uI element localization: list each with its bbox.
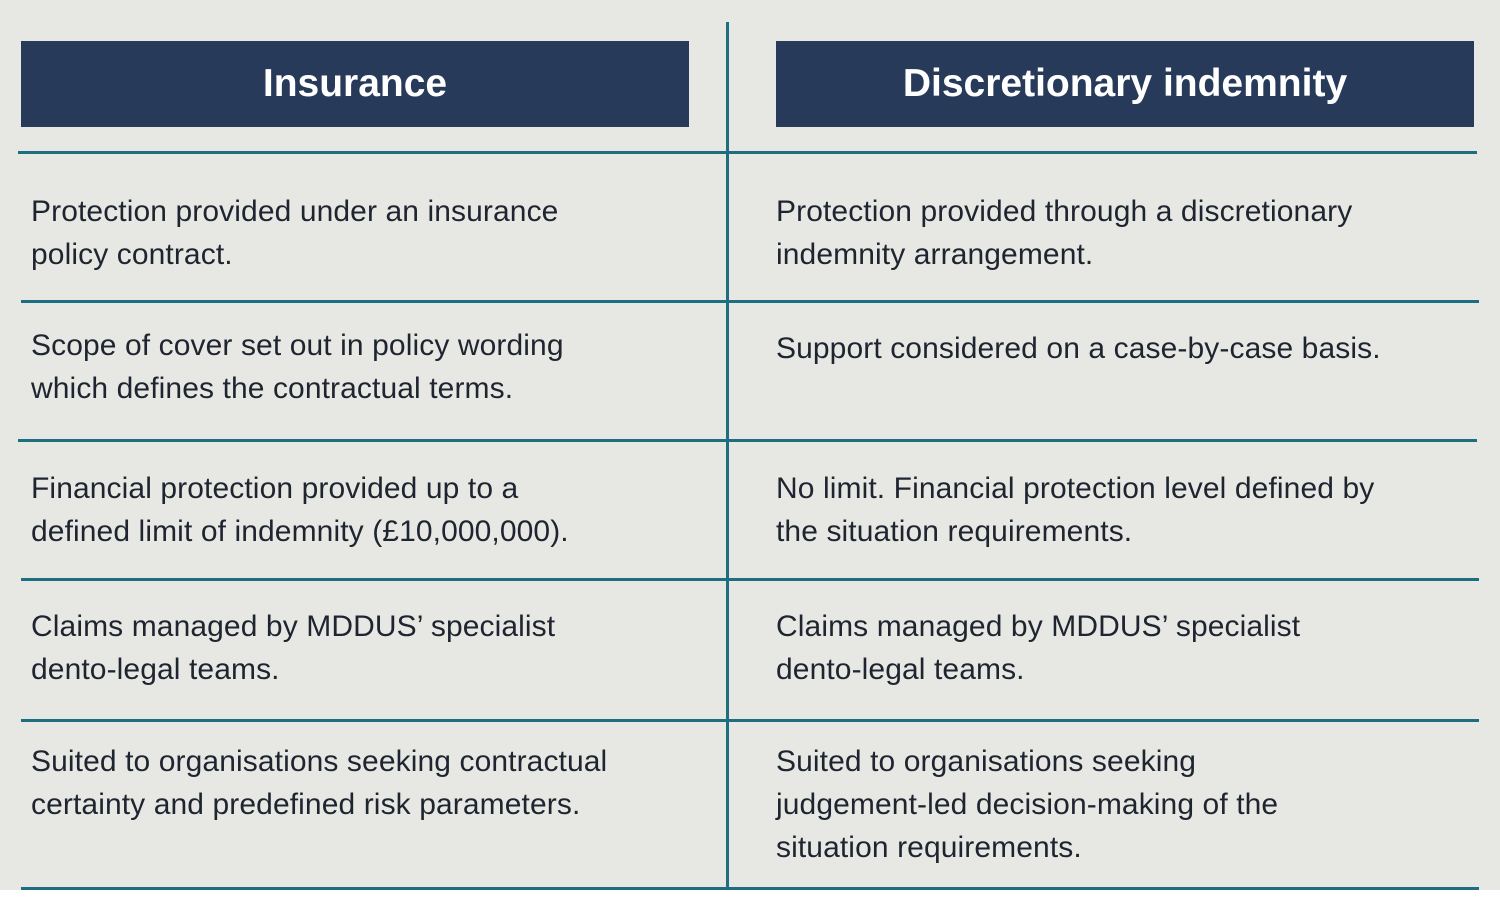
cell-line: Protection provided under an insurance (31, 195, 559, 228)
column-divider (726, 22, 729, 890)
table-cell-discretionary: Suited to organisations seeking judgemen… (776, 740, 1476, 869)
row-divider (18, 151, 1477, 154)
row-divider (18, 439, 1477, 442)
cell-line: the situation requirements. (776, 515, 1133, 548)
table-cell-insurance: Protection provided under an insurance p… (31, 190, 711, 276)
cell-line: Protection provided through a discretion… (776, 195, 1353, 228)
cell-line: Suited to organisations seeking (776, 745, 1197, 778)
column-header-discretionary-indemnity: Discretionary indemnity (776, 41, 1474, 127)
cell-line: No limit. Financial protection level def… (776, 472, 1375, 505)
cell-line: which defines the contractual terms. (31, 372, 514, 405)
cell-line: dento-legal teams. (31, 653, 280, 686)
cell-line: Suited to organisations seeking contract… (31, 745, 608, 778)
row-divider (21, 887, 1479, 890)
row-divider (21, 300, 1479, 303)
table-cell-discretionary: No limit. Financial protection level def… (776, 467, 1476, 553)
cell-line: judgement-led decision-making of the (776, 788, 1279, 821)
table-cell-insurance: Scope of cover set out in policy wording… (31, 324, 711, 410)
cell-line: policy contract. (31, 238, 233, 271)
table-cell-discretionary: Protection provided through a discretion… (776, 190, 1476, 276)
table-cell-discretionary: Support considered on a case-by-case bas… (776, 327, 1476, 370)
table-cell-discretionary: Claims managed by MDDUS’ specialist dent… (776, 605, 1476, 691)
table-cell-insurance: Suited to organisations seeking contract… (31, 740, 711, 826)
cell-line: defined limit of indemnity (£10,000,000)… (31, 515, 569, 548)
table-cell-insurance: Claims managed by MDDUS’ specialist dent… (31, 605, 711, 691)
table-cell-insurance: Financial protection provided up to a de… (31, 467, 711, 553)
cell-line: dento-legal teams. (776, 653, 1025, 686)
cell-line: certainty and predefined risk parameters… (31, 788, 581, 821)
cell-line: indemnity arrangement. (776, 238, 1094, 271)
cell-line: Scope of cover set out in policy wording (31, 329, 564, 362)
cell-line: Financial protection provided up to a (31, 472, 519, 505)
cell-line: Support considered on a case-by-case bas… (776, 332, 1381, 365)
cell-line: situation requirements. (776, 831, 1082, 864)
column-header-insurance: Insurance (21, 41, 689, 127)
row-divider (21, 719, 1479, 722)
row-divider (21, 578, 1479, 581)
cell-line: Claims managed by MDDUS’ specialist (31, 610, 556, 643)
cell-line: Claims managed by MDDUS’ specialist (776, 610, 1301, 643)
